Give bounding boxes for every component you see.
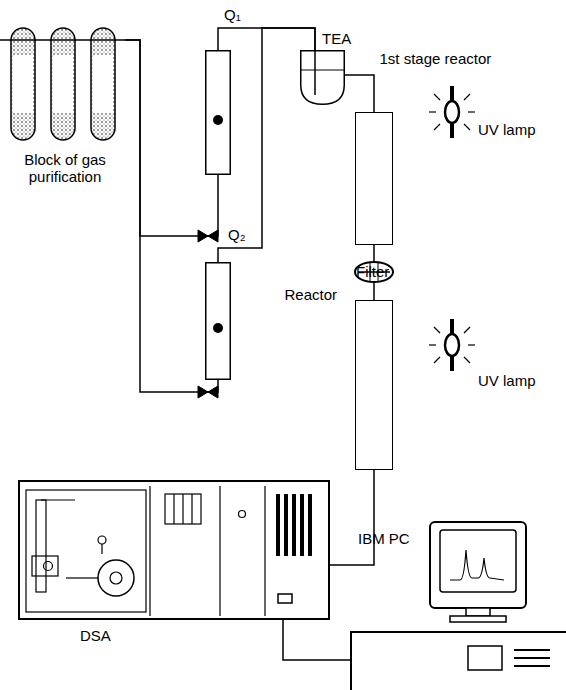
purifier-cylinders <box>5 25 125 145</box>
tea-bubbler: TEA <box>300 50 345 105</box>
gas-line <box>330 470 374 565</box>
component-label: TEA <box>322 30 351 47</box>
lamp-label: UV lamp <box>478 372 536 389</box>
reactor-tube: Reactor <box>355 300 393 470</box>
filter: Filter <box>354 261 394 283</box>
gas-line <box>218 28 315 50</box>
gas-line <box>345 75 374 112</box>
gas-line <box>283 620 350 660</box>
computer: IBM PC <box>350 520 566 690</box>
rotameter: Q₁ <box>205 50 231 175</box>
gas-line <box>125 40 218 392</box>
valve-symbol <box>198 386 218 398</box>
valve-symbol <box>198 230 218 242</box>
bubbler-vessel <box>300 50 345 105</box>
component-label: Q₂ <box>228 226 246 243</box>
dsa-panel <box>20 482 332 622</box>
rotameter-tube <box>205 262 231 380</box>
component-label: Block of gas purification <box>3 151 127 185</box>
component-label: 1st stage reactor <box>380 50 492 67</box>
component-label: Reactor <box>285 286 338 303</box>
reactor-tube: 1st stage reactor <box>355 112 393 245</box>
lamp-label: UV lamp <box>478 121 536 138</box>
component-label: DSA <box>80 627 111 644</box>
gas-line <box>373 245 375 261</box>
rotameter: Q₂ <box>205 262 231 380</box>
uv-lamp-symbol <box>429 319 475 371</box>
dsa-instrument: DSA <box>18 480 330 620</box>
uv-lamp-symbol <box>429 86 475 138</box>
rotameter-tube <box>205 50 231 175</box>
gas-purification-block: Block of gas purification <box>5 25 125 145</box>
component-label: Q₁ <box>224 6 241 23</box>
gas-line <box>373 283 375 300</box>
gas-line <box>125 40 218 236</box>
component-label: Filter <box>356 263 389 280</box>
component-label: IBM PC <box>358 530 410 547</box>
